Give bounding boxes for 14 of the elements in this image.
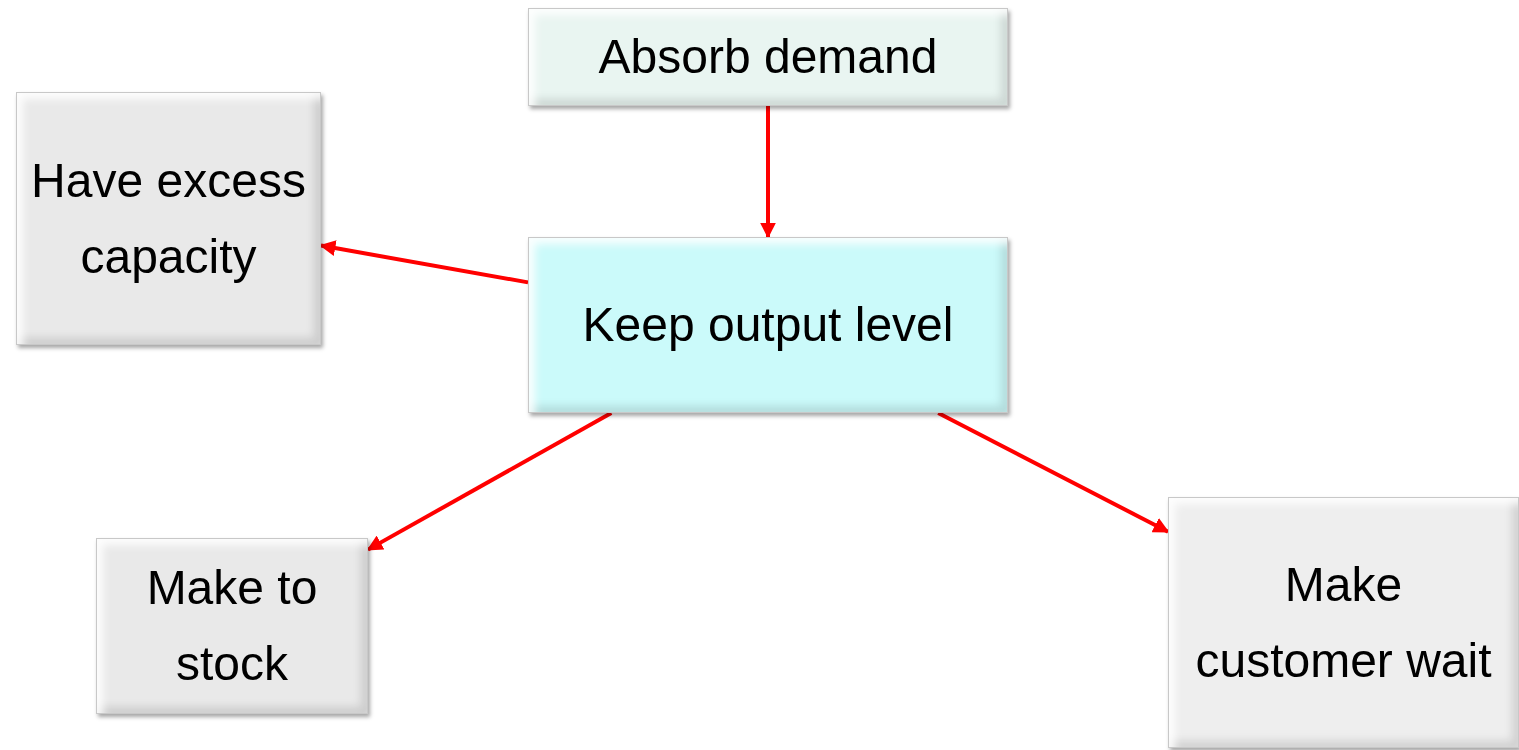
arrow (366, 411, 613, 552)
box-label: Keep output level (582, 297, 954, 353)
arrow (319, 240, 529, 285)
box-label: Absorb demand (598, 29, 938, 85)
box-label: Make to stock (145, 560, 319, 692)
arrow (937, 411, 1170, 534)
process-box (528, 8, 1008, 106)
box-label: Make customer wait (1194, 556, 1493, 689)
process-box (528, 237, 1008, 413)
box-label: Have excess capacity (30, 152, 307, 285)
arrow (760, 106, 776, 239)
process-box (1168, 497, 1519, 748)
process-box (96, 538, 368, 714)
process-box (16, 92, 321, 345)
